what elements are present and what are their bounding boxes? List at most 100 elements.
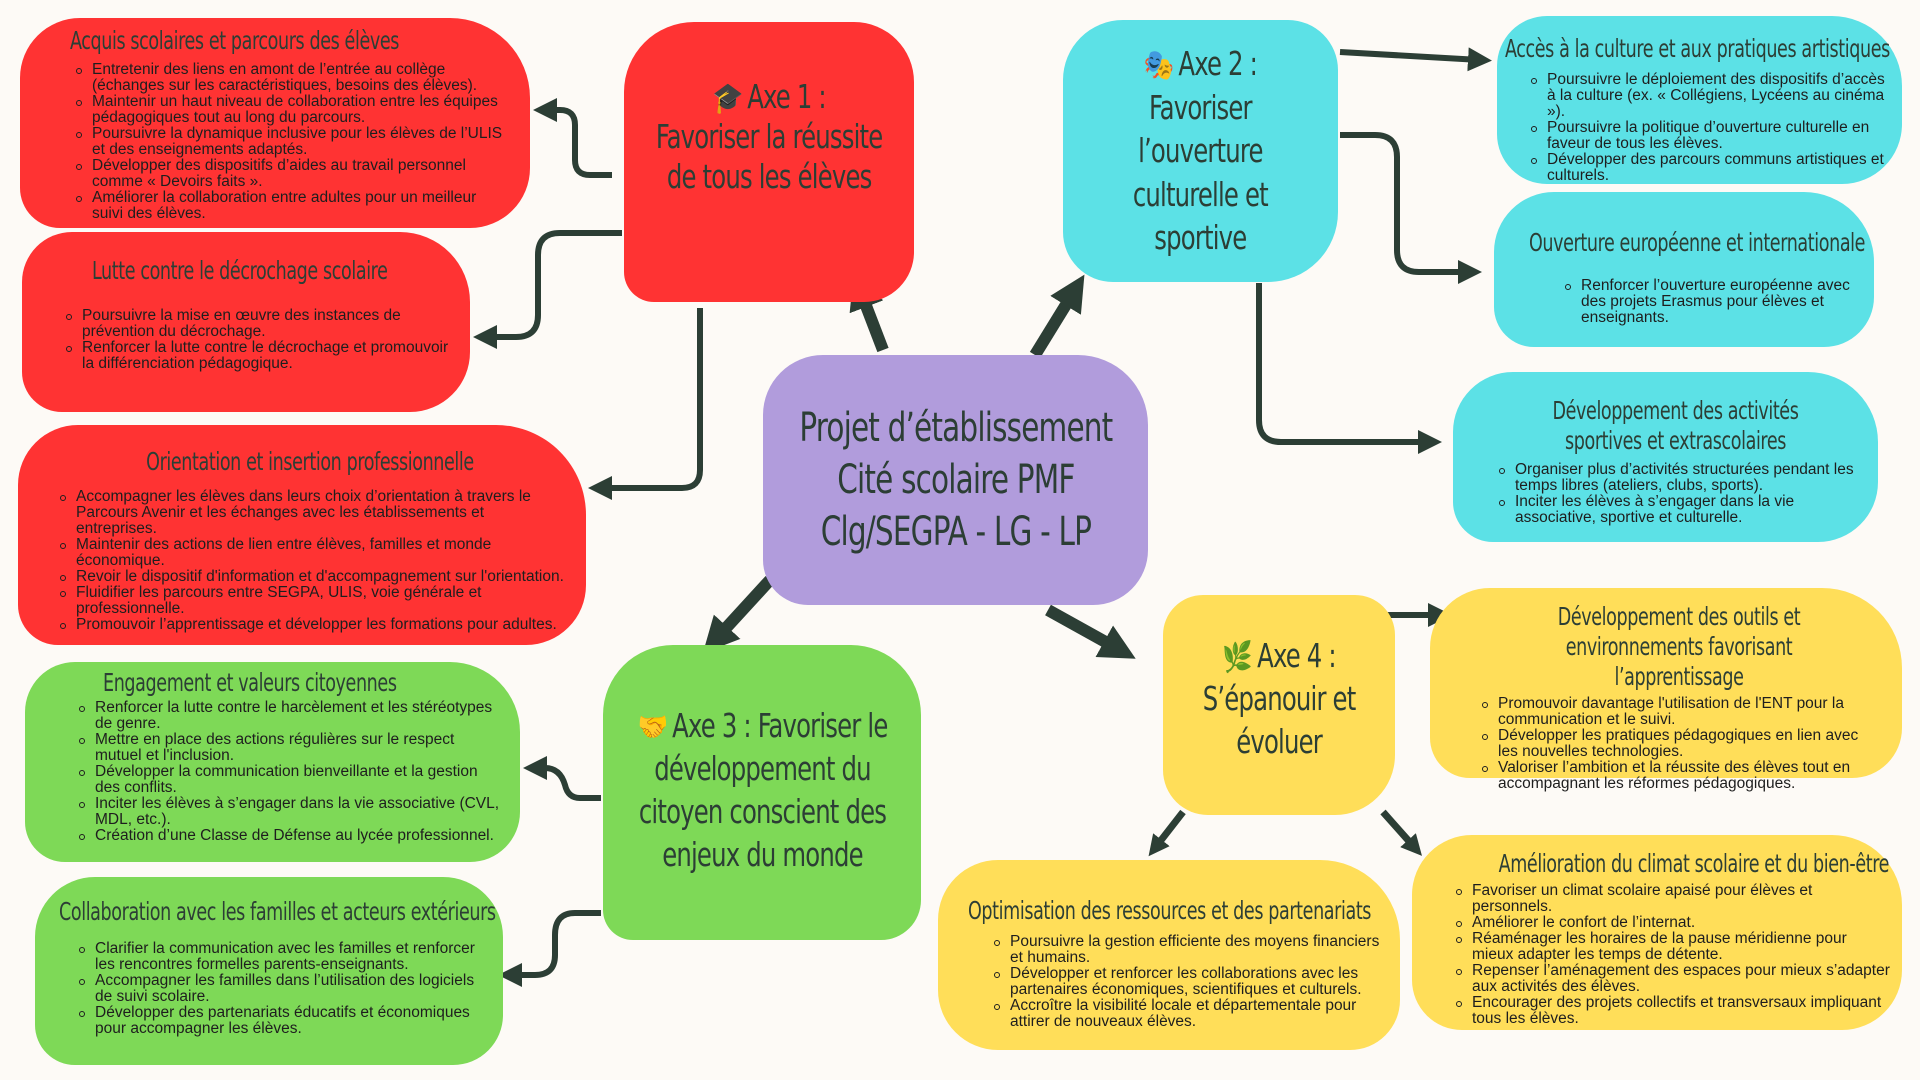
node-list: Promouvoir davantage l'utilisation de l'… (1476, 696, 1882, 792)
connector-axe3-familles (498, 910, 601, 987)
list-item: Développer la communication bienveillant… (79, 764, 500, 796)
axe-1-title: 🎓Axe 1 : Favoriser la réussite de tous l… (655, 77, 883, 196)
axe-3-title: 🤝Axe 3 : Favoriser le développement du c… (636, 706, 888, 874)
node-climat: Amélioration du climat scolaire et du bi… (1412, 835, 1902, 1030)
node-list: Organiser plus d’activités structurées p… (1493, 462, 1858, 526)
list-item: Améliorer la collaboration entre adultes… (76, 190, 510, 222)
connector-axe2-culture (1339, 47, 1492, 72)
list-item: Inciter les élèves à s’engager dans la v… (1499, 494, 1858, 526)
list-item: Promouvoir davantage l'utilisation de l'… (1482, 696, 1882, 728)
node-title: Engagement et valeurs citoyennes (103, 668, 397, 697)
node-title: Optimisation des ressources et des parte… (968, 896, 1372, 925)
list-item: Renforcer la lutte contre le décrochage … (66, 339, 449, 372)
connector-center-axe3 (702, 575, 775, 654)
list-item: Renforcer l’ouverture européenne avec de… (1565, 278, 1854, 326)
theater-masks-icon: 🎭 (1143, 48, 1175, 83)
node-title: Ouverture européenne et internationale (1529, 228, 1866, 257)
list-item: Développer et renforcer les collaboratio… (994, 966, 1380, 998)
list-item: Inciter les élèves à s’engager dans la v… (79, 795, 500, 828)
list-item: Poursuivre le déploiement des dispositif… (1531, 72, 1892, 120)
node-list: Favoriser un climat scolaire apaisé pour… (1450, 883, 1892, 1027)
list-item: Promouvoir l’apprentissage et développer… (60, 617, 566, 633)
list-item: Améliorer le confort de l’internat. (1456, 915, 1892, 931)
node-list: Poursuivre la gestion efficiente des moy… (988, 934, 1380, 1030)
list-item: Développer des partenariats éducatifs et… (79, 1005, 483, 1037)
list-item: Repenser l’aménagement des espaces pour … (1456, 963, 1892, 995)
connector-axe2-sport (1256, 283, 1442, 454)
node-outils: Développement des outils et environnemen… (1430, 588, 1902, 792)
list-item: Développer des parcours communs artistiq… (1531, 152, 1892, 184)
connector-axe1-acquis (533, 98, 612, 178)
list-item: Entretenir des liens en amont de l’entré… (76, 62, 510, 94)
list-item: Maintenir un haut niveau de collaboratio… (76, 94, 510, 126)
node-list: Clarifier la communication avec les fami… (73, 941, 483, 1037)
node-list: Entretenir des liens en amont de l’entré… (70, 62, 510, 222)
list-item: Réaménager les horaires de la pause méri… (1456, 931, 1892, 963)
node-engagement: Engagement et valeurs citoyennes Renforc… (25, 662, 520, 862)
node-sport: Développement des activités sportives et… (1453, 372, 1878, 542)
connector-center-axe4 (1045, 604, 1136, 659)
list-item: Poursuivre la mise en œuvre des instance… (66, 308, 450, 340)
list-item: Accompagner les élèves dans leurs choix … (60, 489, 566, 537)
connector-axe1-orientation (588, 308, 703, 500)
node-title: Acquis scolaires et parcours des élèves (70, 26, 400, 55)
axe-2-title: 🎭Axe 2 : Favoriser l’ouverture culturell… (1132, 44, 1269, 258)
node-familles: Collaboration avec les familles et acteu… (35, 877, 503, 1065)
list-item: Développer les pratiques pédagogiques en… (1482, 728, 1882, 760)
node-orientation: Orientation et insertion professionnelle… (18, 425, 586, 645)
node-list: Accompagner les élèves dans leurs choix … (54, 489, 566, 633)
axe-3-node: 🤝Axe 3 : Favoriser le développement du c… (603, 645, 921, 940)
list-item: Maintenir des actions de lien entre élèv… (60, 537, 566, 569)
list-item: Poursuivre la gestion efficiente des moy… (994, 933, 1380, 966)
node-culture: Accès à la culture et aux pratiques arti… (1497, 16, 1902, 184)
node-list: Renforcer la lutte contre le harcèlement… (73, 700, 500, 844)
node-ressources: Optimisation des ressources et des parte… (938, 860, 1400, 1050)
node-list: Renforcer l’ouverture européenne avec de… (1559, 278, 1854, 326)
node-list: Poursuivre le déploiement des dispositif… (1525, 72, 1892, 184)
list-item: Poursuivre la dynamique inclusive pour l… (76, 126, 510, 158)
center-line: Projet d’établissement (798, 405, 1113, 451)
node-decrochage: Lutte contre le décrochage scolaire Pour… (22, 232, 470, 412)
node-title: Développement des outils et environnemen… (1557, 602, 1801, 691)
node-title: Lutte contre le décrochage scolaire (92, 256, 388, 285)
connector-axe4-climat (1380, 809, 1422, 856)
node-europe: Ouverture européenne et internationale R… (1494, 192, 1874, 347)
list-item: Mettre en place des actions régulières s… (79, 732, 500, 764)
axe-2-node: 🎭Axe 2 : Favoriser l’ouverture culturell… (1063, 20, 1338, 282)
node-title: Amélioration du climat scolaire et du bi… (1498, 849, 1890, 878)
axe-4-node: 🌿Axe 4 : S’épanouir et évoluer (1163, 595, 1395, 815)
list-item: Développer des dispositifs d’aides au tr… (76, 158, 510, 190)
connector-axe4-ressources (1148, 809, 1186, 857)
center-line: Clg/SEGPA - LG - LP (820, 509, 1091, 555)
list-item: Revoir le dispositif d'information et d'… (60, 569, 566, 585)
list-item: Renforcer la lutte contre le harcèlement… (79, 700, 500, 732)
connector-axe1-decrochage (473, 230, 622, 349)
axe-4-title: 🌿Axe 4 : S’épanouir et évoluer (1202, 636, 1356, 761)
list-item: Organiser plus d’activités structurées p… (1499, 462, 1858, 494)
center-title: Projet d’établissement Cité scolaire PMF… (798, 402, 1113, 558)
node-title: Accès à la culture et aux pratiques arti… (1505, 34, 1890, 63)
list-item: Clarifier la communication avec les fami… (79, 941, 483, 973)
graduation-cap-icon: 🎓 (712, 81, 743, 116)
center-node: Projet d’établissement Cité scolaire PMF… (763, 355, 1148, 605)
center-line: Cité scolaire PMF (836, 457, 1075, 503)
list-item: Accroître la visibilité locale et départ… (994, 998, 1380, 1030)
branch-icon: 🌿 (1222, 640, 1253, 675)
list-item: Fluidifier les parcours entre SEGPA, ULI… (60, 585, 566, 617)
axe-1-node: 🎓Axe 1 : Favoriser la réussite de tous l… (624, 22, 914, 302)
node-acquis: Acquis scolaires et parcours des élèves … (20, 18, 530, 228)
list-item: Accompagner les familles dans l’utilisat… (79, 973, 483, 1005)
node-title: Développement des activités sportives et… (1552, 396, 1799, 455)
list-item: Valoriser l’ambition et la réussite des … (1482, 760, 1882, 792)
connector-center-axe2 (1029, 274, 1085, 359)
list-item: Poursuivre la politique d’ouverture cult… (1531, 120, 1892, 152)
connector-axe2-europe (1340, 132, 1482, 284)
list-item: Création d’une Classe de Défense au lycé… (79, 828, 500, 844)
node-list: Poursuivre la mise en œuvre des instance… (60, 308, 450, 372)
node-title: Collaboration avec les familles et acteu… (59, 897, 496, 926)
connector-axe3-engagement (523, 756, 601, 801)
node-title: Orientation et insertion professionnelle (146, 447, 474, 476)
list-item: Favoriser un climat scolaire apaisé pour… (1456, 883, 1892, 915)
handshake-icon: 🤝 (636, 710, 668, 745)
list-item: Encourager des projets collectifs et tra… (1456, 995, 1892, 1027)
